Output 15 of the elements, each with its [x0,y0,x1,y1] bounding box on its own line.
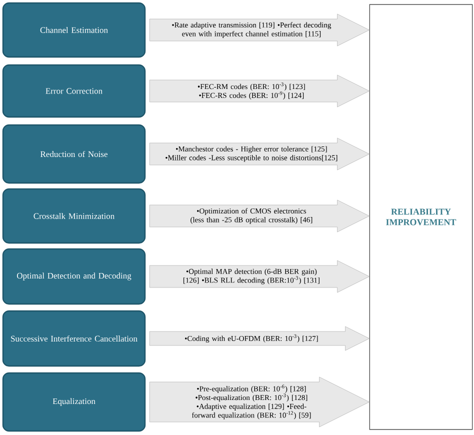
block-arrow [149,200,370,232]
category-box: Optimal Detection and Decoding [2,248,146,305]
category-box: Reduction of Noise [2,124,146,184]
block-arrow [149,138,370,170]
category-box: Equalization [2,372,146,432]
block-arrow [149,74,370,108]
category-box: Crosstalk Minimization [2,188,146,244]
category-box: Error Correction [2,64,146,118]
block-arrow [149,326,370,351]
block-arrow [149,376,370,428]
target-box: RELIABILITY IMPROVEMENT [369,4,473,430]
category-box: Channel Estimation [2,2,146,58]
category-box: Successive Interference Cancellation [2,310,146,367]
block-arrow [149,260,370,293]
block-arrow [149,14,370,46]
